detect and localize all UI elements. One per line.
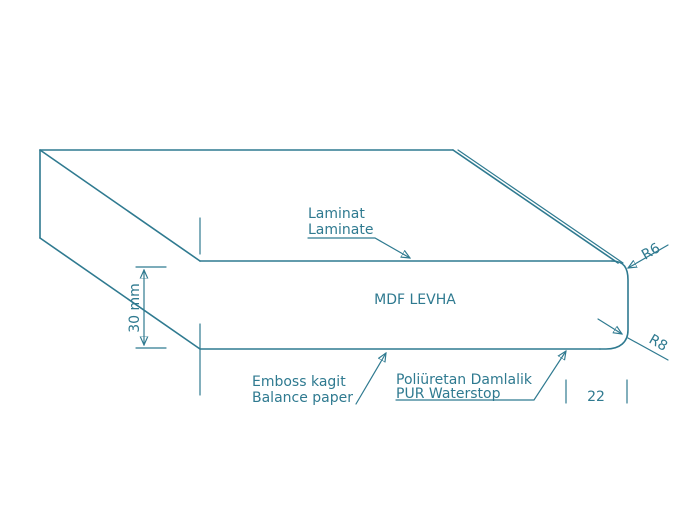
laminate-callout: Laminat Laminate — [307, 206, 410, 258]
mdf-label: MDF LEVHA — [374, 292, 456, 308]
emboss-tr-label: Emboss kagit — [252, 374, 346, 390]
r6-leader — [628, 244, 669, 268]
top-face-right-edge-inner — [457, 149, 624, 264]
laminat-en-label: Laminate — [308, 222, 373, 238]
board-outline — [39, 149, 629, 350]
balance-paper-callout: Emboss kagit Balance paper — [252, 353, 386, 406]
laminat-tr-label: Laminat — [308, 206, 365, 222]
thickness-dimension: 30 mm — [127, 266, 167, 349]
r8-callout: R8 — [597, 318, 670, 361]
balance-paper-leader — [355, 353, 386, 405]
left-top-diagonal — [39, 149, 201, 262]
r8-label: R8 — [646, 332, 670, 355]
rounded-front-profile — [599, 260, 629, 350]
depth-label: 22 — [587, 389, 605, 405]
pur-callout: Poliüretan Damlalik PUR Waterstop — [395, 351, 566, 402]
top-face-right-edge-outer — [452, 149, 619, 264]
r6-callout: R6 — [628, 240, 669, 268]
left-bottom-diagonal — [39, 237, 201, 350]
r8-tail — [627, 337, 669, 361]
laminate-leader — [307, 237, 410, 258]
emboss-en-label: Balance paper — [252, 390, 353, 406]
pur-leader — [395, 351, 566, 401]
r8-leader — [597, 318, 622, 334]
depth-dimension: 22 — [565, 379, 628, 405]
pur-tr-label: Poliüretan Damlalik — [396, 372, 533, 388]
thickness-label: 30 mm — [127, 283, 143, 333]
pur-en-label: PUR Waterstop — [396, 386, 501, 402]
